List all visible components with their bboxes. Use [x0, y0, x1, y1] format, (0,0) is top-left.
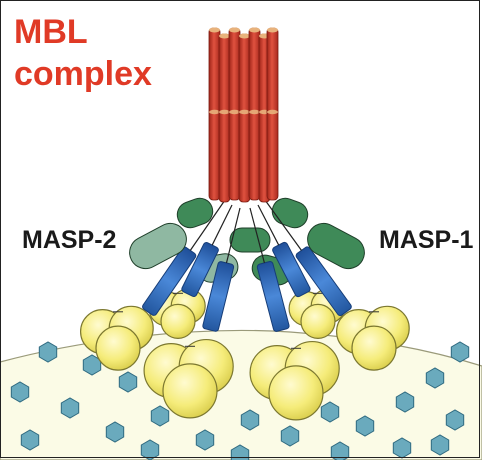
masp-protease-icon [129, 222, 187, 270]
cell-surface-sugar-icon [430, 434, 450, 456]
cell-surface-sugar-icon [392, 437, 412, 459]
collagen-rod-cap [209, 27, 220, 33]
collagen-rod-band [209, 109, 220, 115]
cell-surface-sugar-icon [330, 441, 350, 460]
cell-surface-sugar-icon [118, 371, 138, 393]
cell-surface-sugar-icon [150, 405, 170, 427]
collagen-rod-band [229, 109, 240, 115]
cell-surface-sugar-icon [105, 421, 125, 443]
collagen-strand-line [211, 204, 233, 246]
carbohydrate-recognition-domain-icon [162, 363, 218, 419]
collagen-rod-band [267, 109, 278, 115]
cell-surface-sugar-icon [38, 341, 58, 363]
cell-surface-sugar-icon [450, 341, 470, 363]
cell-surface-sugar-icon [195, 429, 215, 451]
collagen-bundle-icon [238, 33, 251, 203]
collagen-rod-cap [249, 27, 260, 33]
carbohydrate-recognition-domain-icon [268, 365, 324, 421]
title-line-2: complex [14, 55, 152, 93]
masp-2-label: MASP-2 [22, 226, 117, 254]
carbohydrate-recognition-domain-icon [300, 303, 336, 339]
cell-surface-sugar-icon [395, 391, 415, 413]
collagen-strand-line [257, 204, 280, 246]
masp-1-label: MASP-1 [379, 226, 474, 254]
carbohydrate-recognition-domain-icon [351, 325, 397, 371]
collagen-strand-line [189, 199, 226, 251]
masp-protease-icon [271, 197, 309, 229]
collagen-rod-cap [239, 33, 250, 39]
collagen-strand-line [264, 199, 302, 251]
collagen-rod-cap [267, 27, 278, 33]
cell-surface-sugar-icon [20, 429, 40, 451]
collagen-rod-band [249, 109, 260, 115]
carbohydrate-recognition-domain-icon [95, 325, 141, 371]
collagen-rod-cap [229, 27, 240, 33]
title-line-1: MBL [14, 13, 88, 51]
collagen-strand-line [225, 207, 241, 264]
masp-protease-icon [229, 227, 271, 253]
collagen-rod-band [239, 109, 250, 115]
carbohydrate-recognition-domain-icon [160, 303, 196, 339]
cell-surface-sugar-icon [425, 367, 445, 389]
masp-protease-icon [176, 197, 214, 229]
cell-surface-sugar-icon [60, 397, 80, 419]
cell-surface-sugar-icon [320, 401, 340, 423]
cell-surface-sugar-icon [240, 409, 260, 431]
cell-surface-sugar-icon [230, 444, 250, 460]
collagen-strand-line [249, 207, 265, 264]
cell-surface-sugar-icon [445, 409, 465, 431]
cell-surface-sugar-icon [280, 425, 300, 447]
collagen-bundle-icon [218, 33, 231, 203]
cell-surface-sugar-icon [140, 439, 160, 460]
collagen-rod-band [219, 109, 230, 115]
cell-surface-sugar-icon [355, 415, 375, 437]
collagen-rod-cap [219, 33, 230, 39]
cell-surface-sugar-icon [10, 381, 30, 403]
masp-protease-icon [307, 222, 365, 270]
